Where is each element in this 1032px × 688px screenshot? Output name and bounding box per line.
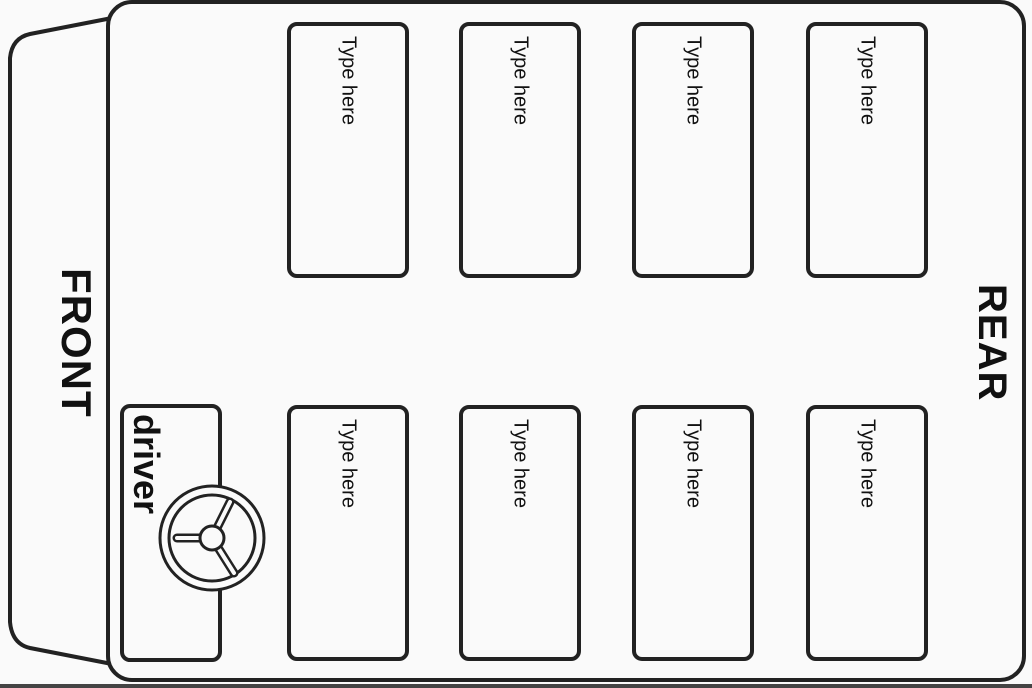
- seat-bottom-4[interactable]: Type here: [806, 405, 928, 661]
- seat-text-field[interactable]: Type here: [509, 419, 532, 508]
- seat-text-field[interactable]: Type here: [856, 36, 879, 125]
- seat-text-field[interactable]: Type here: [856, 419, 879, 508]
- seat-text-field[interactable]: Type here: [682, 36, 705, 125]
- seat-top-4[interactable]: Type here: [806, 22, 928, 278]
- seat-text-field[interactable]: Type here: [337, 419, 360, 508]
- seat-bottom-3[interactable]: Type here: [632, 405, 754, 661]
- seat-bottom-1[interactable]: Type here: [287, 405, 409, 661]
- seat-text-field[interactable]: Type here: [682, 419, 705, 508]
- rear-label: REAR: [970, 284, 1014, 402]
- seat-text-field[interactable]: Type here: [337, 36, 360, 125]
- vehicle-front-hood: [8, 16, 113, 666]
- driver-label: driver: [126, 414, 167, 515]
- steering-wheel-icon: [158, 484, 266, 592]
- seat-bottom-2[interactable]: Type here: [459, 405, 581, 661]
- seat-text-field[interactable]: Type here: [509, 36, 532, 125]
- seat-top-1[interactable]: Type here: [287, 22, 409, 278]
- bottom-edge: [0, 684, 1032, 688]
- seat-top-2[interactable]: Type here: [459, 22, 581, 278]
- seat-top-3[interactable]: Type here: [632, 22, 754, 278]
- front-label: FRONT: [53, 268, 100, 418]
